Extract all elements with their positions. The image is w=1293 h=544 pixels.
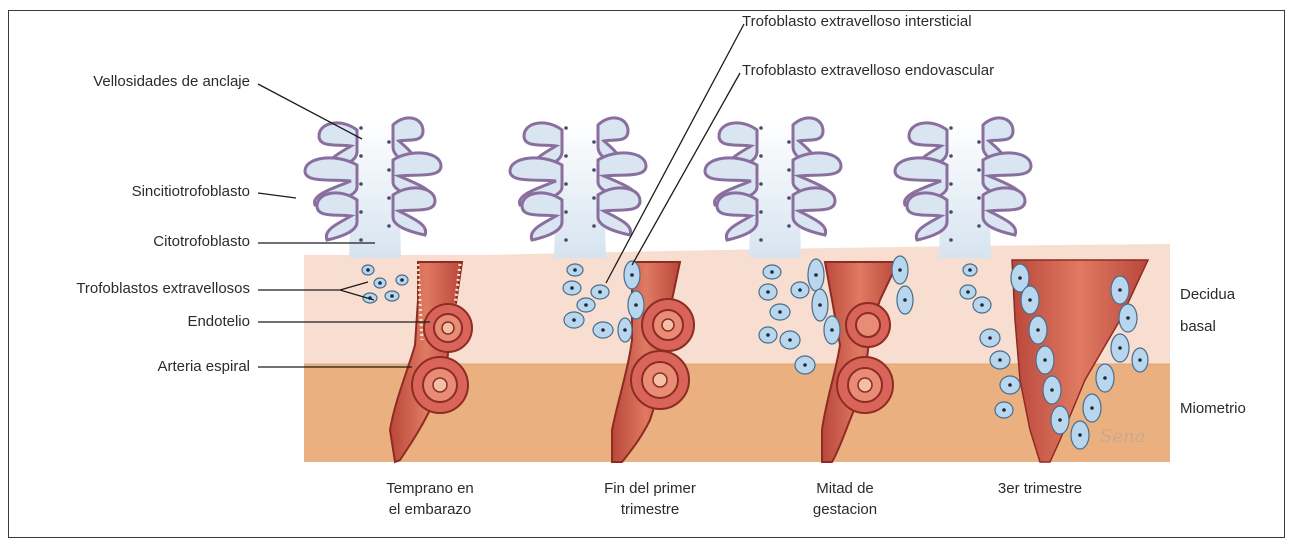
cell-nucleus [798,288,802,292]
cell-nucleus [1008,383,1012,387]
cell-nucleus [966,290,970,294]
cell-nucleus [968,268,972,272]
cell-nucleus [898,268,902,272]
anchoring-villi [305,118,1031,258]
label-basal: basal [1180,318,1216,336]
label-miometrio: Miometrio [1180,400,1246,418]
cell-nucleus [998,358,1002,362]
cell-nucleus [1090,406,1094,410]
cell-nucleus [573,268,577,272]
villus-group-3 [705,118,841,258]
cell-nucleus [584,303,588,307]
caption-stage-4: 3er trimestre [955,478,1125,499]
cell-nucleus [1078,433,1082,437]
cell-nucleus [770,270,774,274]
cell-nucleus [1043,358,1047,362]
villus-group-2 [510,118,646,258]
cell-nucleus [766,333,770,337]
cell-nucleus [1126,316,1130,320]
cell-nucleus [818,303,822,307]
cell-nucleus [1028,298,1032,302]
cell-nucleus [623,328,627,332]
label-endotelio: Endotelio [30,313,250,331]
cell-nucleus [1138,358,1142,362]
cell-nucleus [1050,388,1054,392]
cell-nucleus [1118,346,1122,350]
cell-nucleus [572,318,576,322]
cell-nucleus [378,281,382,285]
cell-nucleus [903,298,907,302]
cell-nucleus [988,336,992,340]
cell-nucleus [830,328,834,332]
cell-nucleus [1103,376,1107,380]
cell-nucleus [570,286,574,290]
cell-nucleus [598,290,602,294]
cell-nucleus [366,268,370,272]
cell-nucleus [778,310,782,314]
cell-nucleus [601,328,605,332]
cell-nucleus [630,273,634,277]
label-sincitiotrofoblasto: Sincitiotrofoblasto [30,183,250,201]
cell-nucleus [1036,328,1040,332]
villus-group-1 [305,118,441,258]
villus-group-4 [895,118,1031,258]
label-citotrofoblasto: Citotrofoblasto [30,233,250,251]
label-trofoblasto-endovascular: Trofoblasto extravelloso endovascular [742,62,994,80]
cell-nucleus [400,278,404,282]
cell-nucleus [1118,288,1122,292]
cell-nucleus [390,294,394,298]
label-trofoblastos-extravellosos: Trofoblastos extravellosos [10,280,250,298]
cell-nucleus [814,273,818,277]
label-decidua: Decidua [1180,286,1235,304]
label-trofoblasto-intersticial: Trofoblasto extravelloso intersticial [742,13,972,31]
cell-nucleus [766,290,770,294]
cell-nucleus [634,303,638,307]
cell-nucleus [1018,276,1022,280]
artist-signature: Sena [1100,428,1145,446]
cell-nucleus [980,303,984,307]
cell-nucleus [788,338,792,342]
label-vellosidades-anclaje: Vellosidades de anclaje [30,73,250,91]
cell-nucleus [803,363,807,367]
label-arteria-espiral: Arteria espiral [30,358,250,376]
cell-nucleus [1002,408,1006,412]
cell-nucleus [1058,418,1062,422]
